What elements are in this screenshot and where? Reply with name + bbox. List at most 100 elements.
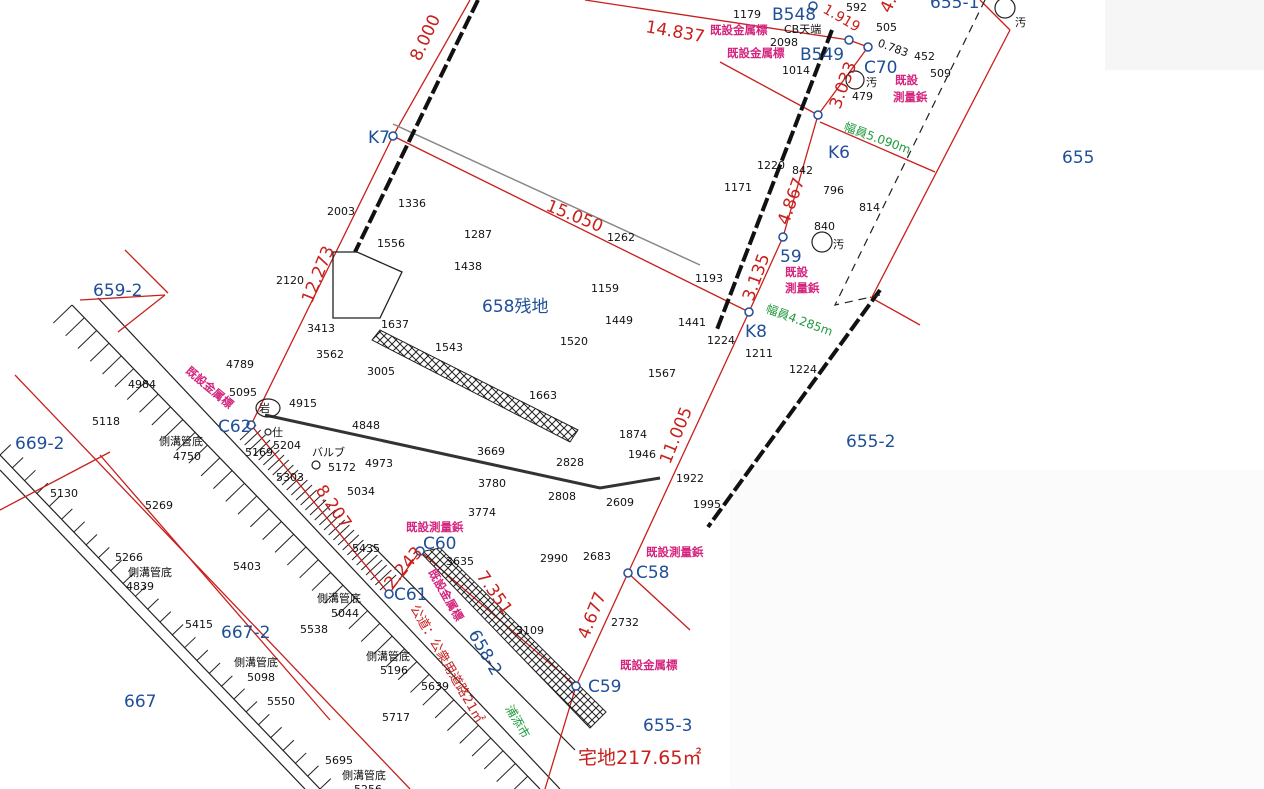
wall-tick (300, 489, 318, 506)
wall-tick (48, 495, 61, 507)
wall-tick (351, 544, 369, 561)
elevation-label: 岩 (259, 401, 270, 415)
elevation-label: 側溝管底 (128, 565, 172, 579)
wall-tick (114, 368, 134, 388)
elevation-label: 2808 (548, 490, 576, 503)
elevation-label: 5266 (115, 551, 143, 564)
wall-tick (319, 778, 332, 789)
elevation-label: 5256 (354, 783, 382, 789)
wall-tick (379, 574, 397, 591)
road-width-label: 幅員5.090m (842, 119, 913, 157)
survey-point-marker (813, 110, 823, 120)
elevation-label: 1220 (757, 159, 785, 172)
existing-marker-note: 既設 (785, 265, 808, 279)
wall-tick (286, 546, 307, 566)
elevation-label: 1922 (676, 472, 704, 485)
existing-marker-note: 測量鋲 (893, 90, 928, 104)
elevation-label: 側溝管底 (366, 649, 410, 663)
elevation-label: 3413 (307, 322, 335, 335)
wall-tick (295, 752, 307, 764)
wall-tick (422, 686, 442, 706)
elevation-label: 5034 (347, 485, 375, 498)
hatched-road-strip (419, 547, 607, 729)
survey-point-label: C59 (588, 677, 622, 697)
elevation-label: 5204 (273, 439, 301, 452)
wall-tick (270, 726, 282, 738)
elevation-label: 1336 (398, 197, 426, 210)
wall-tick (360, 623, 381, 642)
elevation-label: 5098 (247, 671, 275, 684)
parcel-label: 669-2 (15, 434, 64, 454)
existing-marker-note: 既設金属標 (620, 658, 678, 672)
wall-tick (65, 317, 85, 337)
elevation-label: 1874 (619, 428, 647, 441)
wall-tick (267, 454, 285, 471)
wall-tick (11, 457, 24, 469)
elevation-label: 側溝管底 (234, 655, 278, 669)
wall-tick (356, 549, 374, 566)
wall-tick (250, 508, 270, 528)
elevation-label: 592 (846, 1, 867, 14)
elevation-label: 3109 (516, 624, 544, 637)
elevation-label: 4789 (226, 358, 254, 371)
wall-tick (213, 470, 233, 490)
elevation-label: 汚 (1015, 16, 1026, 29)
survey-point-marker (415, 546, 425, 556)
survey-point-label: C62 (218, 417, 252, 437)
elevation-label: 505 (876, 21, 897, 34)
elevation-label: 1179 (733, 8, 761, 21)
city-label: 浦添市 (502, 702, 533, 741)
wall-tick (77, 330, 97, 349)
wall-tick (513, 775, 529, 789)
parcel-label: 658残地 (482, 297, 548, 317)
survey-point-marker (808, 1, 818, 11)
elevation-label: 1014 (782, 64, 810, 77)
elevation-label: 1211 (745, 347, 773, 360)
pipe-line-highlight (264, 418, 661, 493)
wall-tick (459, 724, 479, 744)
survey-point-marker (623, 568, 633, 578)
wall-tick (52, 304, 73, 324)
wall-tick (323, 584, 344, 604)
wall-tick (61, 508, 73, 520)
wall-tick (262, 521, 282, 540)
elevation-label: 2990 (540, 552, 568, 565)
existing-marker-note: 既設 (895, 73, 918, 87)
distance-label: 11.005 (656, 404, 697, 467)
wall-tick (311, 572, 331, 591)
elevation-label: 2609 (606, 496, 634, 509)
survey-point-marker (863, 42, 873, 52)
survey-point-label: B549 (800, 45, 844, 65)
elevation-label: 5172 (328, 461, 356, 474)
survey-point-label: C58 (636, 563, 670, 583)
survey-point-label: K7 (368, 128, 390, 148)
wall-tick (373, 635, 393, 655)
distance-label: 0.783 (876, 37, 910, 60)
elevation-label: 5550 (267, 695, 295, 708)
elevation-label: 3635 (446, 555, 474, 568)
elevation-label: 1193 (695, 272, 723, 285)
survey-point-label: 59 (780, 247, 802, 267)
elevation-label: 側溝管底 (342, 768, 386, 782)
elevation-label: 5415 (185, 618, 213, 631)
wall-tick (248, 434, 266, 451)
survey-point-label: C70 (864, 58, 898, 78)
wall-tick (496, 763, 516, 782)
distance-label: 15.050 (543, 196, 606, 237)
survey-point-marker (844, 35, 854, 45)
elevation-label: 3005 (367, 365, 395, 378)
wall-tick (272, 459, 290, 476)
public-road-note: 公道：公衆用道路21㎡ (407, 602, 488, 726)
parcel-label: 655-2 (846, 432, 895, 452)
distance-label: 3.033 (826, 59, 861, 112)
wall-tick (295, 484, 313, 501)
elevation-label: 842 (792, 164, 813, 177)
wall-tick (360, 554, 378, 571)
block-walls (353, 0, 882, 529)
elevation-label: 5403 (233, 560, 261, 573)
parcel-label: 658-2 (464, 627, 506, 680)
distance-label: 8.000 (406, 12, 445, 65)
elevation-label: 4973 (365, 457, 393, 470)
wall-tick (89, 342, 110, 362)
